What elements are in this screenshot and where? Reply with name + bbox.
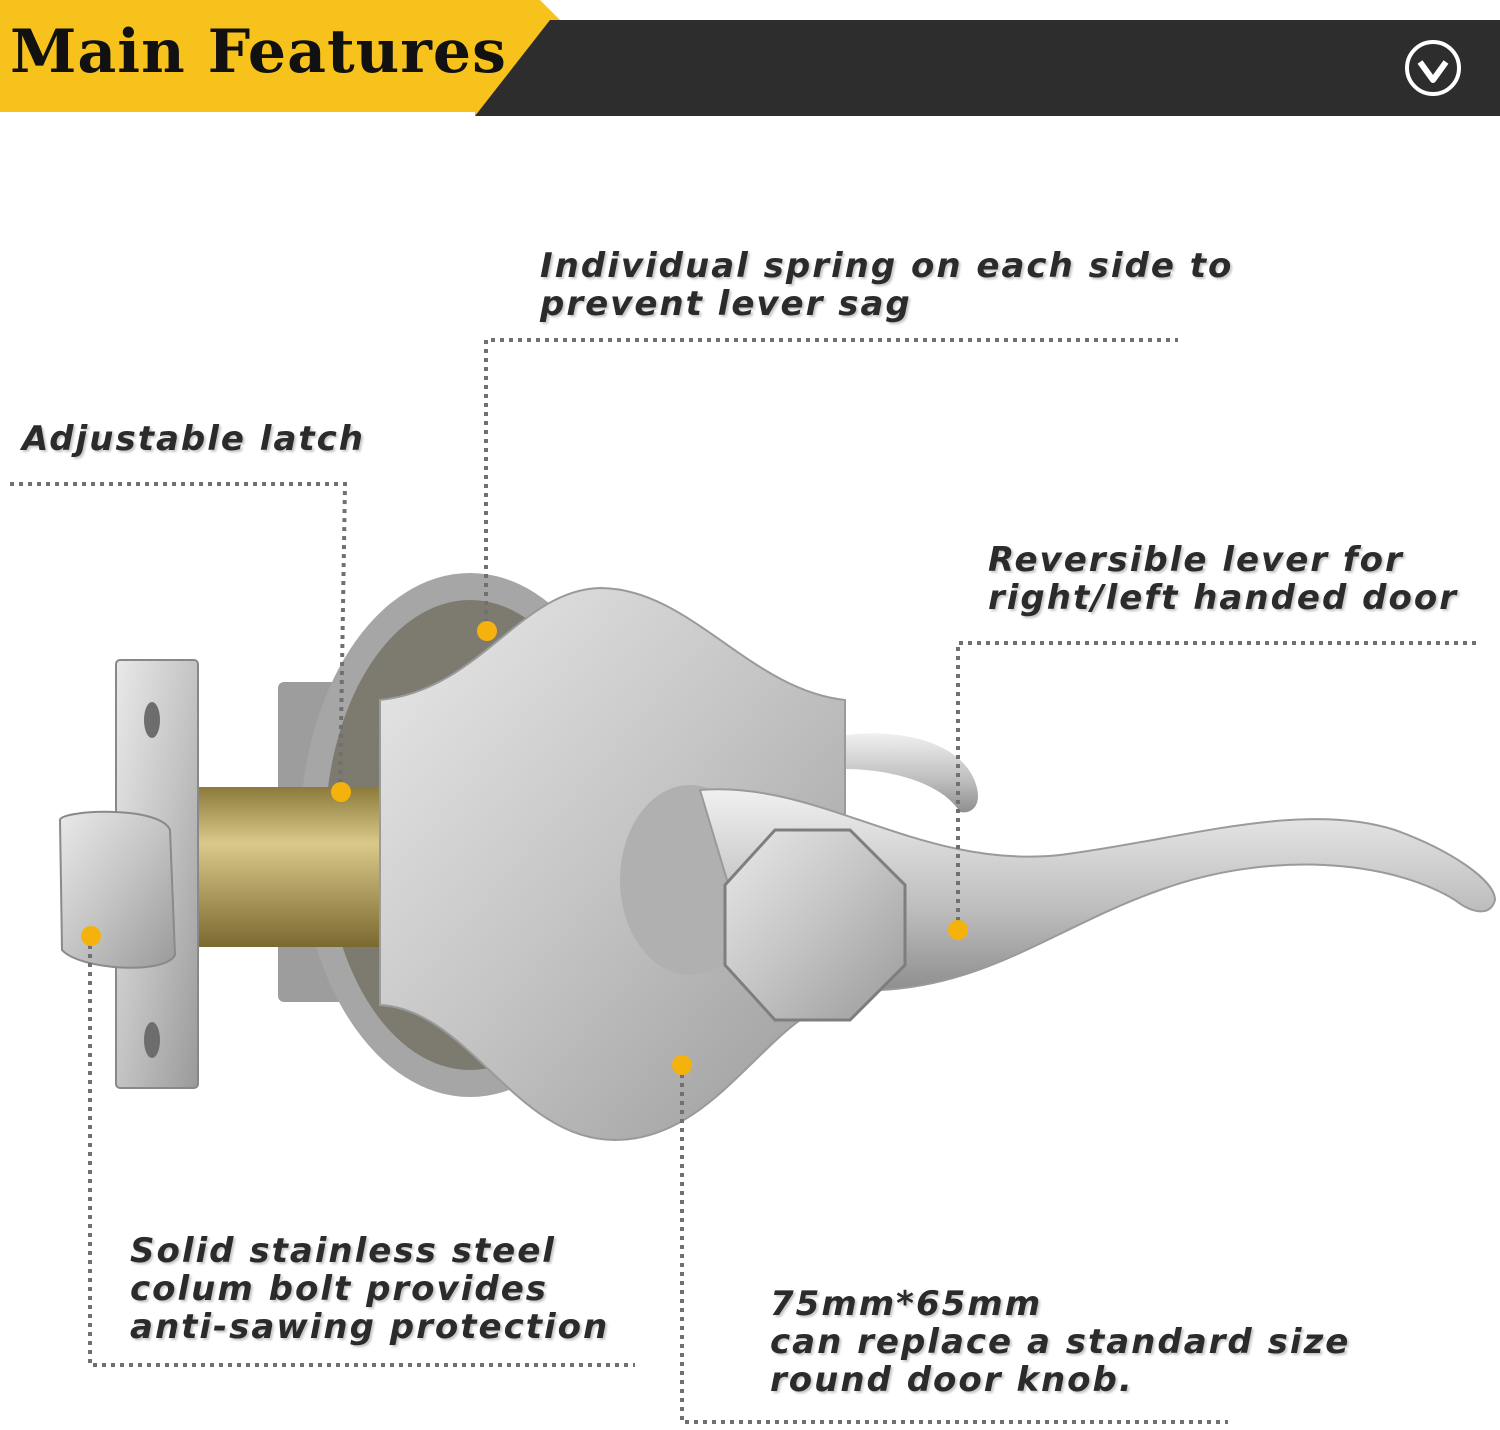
leader-line-spring	[484, 338, 1178, 632]
marker-latch	[331, 782, 351, 802]
leader-line-latch	[5, 482, 348, 793]
callout-adjustable-latch: Adjustable latch	[22, 419, 365, 459]
screw-hole-bottom	[144, 1022, 160, 1058]
header-dark-band	[475, 20, 1500, 116]
callout-reversible-lever: Reversible lever for right/left handed d…	[988, 540, 1458, 618]
chevron-down-circle-icon[interactable]	[1403, 38, 1463, 98]
markers	[81, 621, 968, 1075]
lever-cap	[723, 828, 907, 1022]
callout-size: 75mm*65mm can replace a standard size ro…	[770, 1284, 1351, 1400]
rear-lever	[820, 733, 979, 813]
screw-hole-top	[144, 702, 160, 738]
latch-head	[58, 810, 177, 969]
leader-line-size	[680, 1065, 1228, 1424]
page-title: Main Features	[10, 17, 507, 87]
header-bar: Main Features	[0, 0, 1500, 120]
leader-lines	[5, 338, 1480, 1424]
marker-size	[672, 1055, 692, 1075]
marker-lever	[948, 920, 968, 940]
header-background	[0, 0, 1500, 116]
marker-spring	[477, 621, 497, 641]
callout-solid-bolt: Solid stainless steel colum bolt provide…	[130, 1231, 610, 1347]
marker-bolt	[81, 926, 101, 946]
latch-tube	[195, 787, 385, 947]
callout-spring: Individual spring on each side to preven…	[540, 246, 1234, 324]
leader-line-bolt	[88, 936, 635, 1367]
